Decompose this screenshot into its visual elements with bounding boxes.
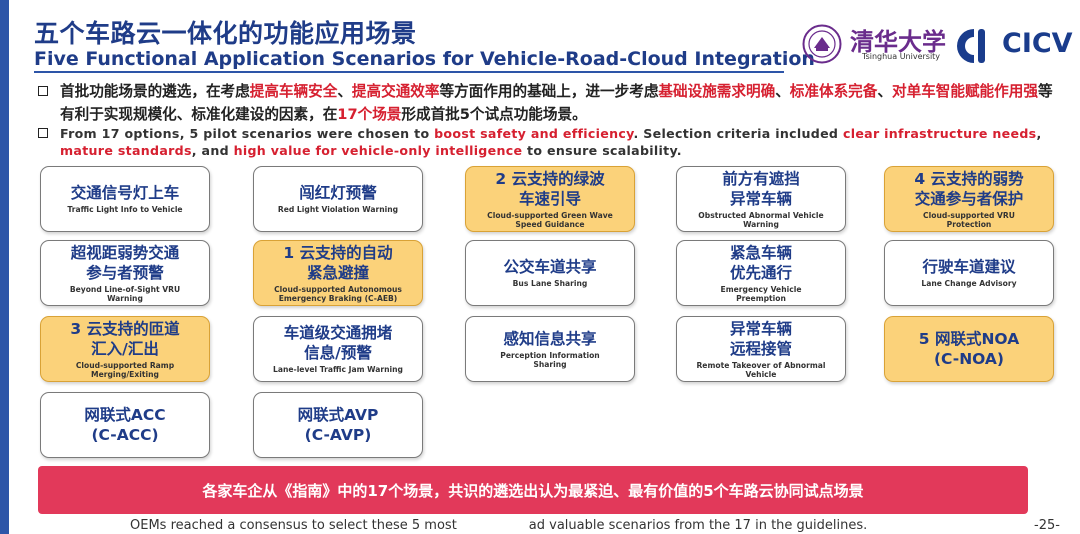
- card-title-cn: 超视距弱势交通参与者预警: [70, 243, 180, 282]
- card-title-cn: 网联式AVP(C-AVP): [297, 406, 379, 444]
- card-lane-change: 行驶车道建议 Lane Change Advisory: [884, 240, 1054, 306]
- left-accent-bar: [0, 0, 9, 534]
- card-title-cn: 闯红灯预警: [299, 184, 377, 203]
- card-title-cn: 网联式ACC(C-ACC): [84, 406, 166, 444]
- card-title-cn: 公交车道共享: [503, 258, 597, 277]
- card-c-acc: 网联式ACC(C-ACC): [40, 392, 210, 458]
- intro-cn-highlight: 基础设施需求明确: [658, 83, 776, 100]
- tsinghua-logo-subtitle: Tsinghua University: [862, 52, 941, 61]
- intro-en-text: From 17 options, 5 pilot scenarios were …: [60, 126, 435, 141]
- tsinghua-seal-icon: [802, 24, 842, 64]
- cicv-logo-text: CICV: [1002, 28, 1073, 59]
- card-c-avp: 网联式AVP(C-AVP): [253, 392, 423, 458]
- card-bus-lane: 公交车道共享 Bus Lane Sharing: [465, 240, 635, 306]
- intro-en-highlight: mature standards: [60, 143, 192, 158]
- card-title-cn: 3 云支持的匝道汇入/汇出: [70, 319, 180, 358]
- intro-cn-highlight: 标准体系完备: [789, 83, 878, 100]
- card-subtitle-en: Traffic Light Info to Vehicle: [67, 205, 183, 215]
- page-number: -25-: [1034, 518, 1060, 533]
- card-traffic-jam: 车道级交通拥堵信息/预警 Lane-level Traffic Jam Warni…: [253, 316, 423, 382]
- card-c-noa: 5 网联式NOA(C-NOA): [884, 316, 1054, 382]
- intro-cn-highlight: 提高交通效率: [351, 83, 440, 100]
- intro-cn-text: 等方面作用的基础上，进一步考虑: [439, 83, 659, 100]
- card-subtitle-en: Red Light Violation Warning: [277, 205, 399, 215]
- intro-en-highlight: boost safety and efficiency: [434, 126, 634, 141]
- intro-cn-text: 首批功能场景的遴选，在考虑: [60, 83, 250, 100]
- card-title-cn: 异常车辆远程接管: [729, 319, 792, 358]
- footer-caption: OEMs reached a consensus to select these…: [130, 518, 867, 533]
- page-title-cn: 五个车路云一体化的功能应用场景: [34, 19, 417, 48]
- card-title-cn: 5 网联式NOA(C-NOA): [918, 330, 1020, 368]
- footer-caption-right: ad valuable scenarios from the 17 in the…: [528, 518, 868, 533]
- intro-cn-text: 、: [775, 83, 790, 100]
- title-underline: [34, 71, 784, 73]
- card-title-cn: 前方有遮挡异常车辆: [722, 169, 800, 208]
- intro-en-text: . Selection criteria included: [633, 126, 843, 141]
- bullet-square-icon: [38, 86, 48, 96]
- intro-cn-highlight: 17个场景: [337, 106, 402, 123]
- cicv-logo-icon: [957, 29, 985, 63]
- card-title-cn: 2 云支持的绿波车速引导: [495, 169, 605, 208]
- summary-banner: 各家车企从《指南》中的17个场景，共识的遴选出认为最紧迫、最有价值的5个车路云协…: [38, 466, 1028, 514]
- intro-cn-text: 等有利于实现规模化、标准化建设的因素，在: [60, 83, 1053, 123]
- intro-paragraph-en: From 17 options, 5 pilot scenarios were …: [60, 125, 1060, 159]
- card-title-cn: 4 云支持的弱势交通参与者保护: [914, 169, 1024, 208]
- card-subtitle-en: Lane Change Advisory: [921, 279, 1017, 289]
- intro-cn-text: 、: [877, 83, 892, 100]
- card-title-cn: 1 云支持的自动紧急避撞: [283, 243, 393, 282]
- card-title-cn: 交通信号灯上车: [70, 184, 180, 203]
- card-title-cn: 感知信息共享: [503, 329, 597, 348]
- intro-en-text: , and: [191, 143, 234, 158]
- card-title-cn: 紧急车辆优先通行: [729, 243, 792, 282]
- footer-caption-left: OEMs reached a consensus to select these…: [130, 518, 457, 533]
- tsinghua-logo-text: 清华大学: [850, 27, 946, 56]
- intro-en-highlight: high value for vehicle-only intelligence: [233, 143, 523, 158]
- card-title-cn: 车道级交通拥堵信息/预警: [283, 324, 393, 363]
- intro-cn-highlight: 对单车智能赋能作用强: [891, 83, 1038, 100]
- card-red-light-warning: 闯红灯预警 Red Light Violation Warning: [253, 166, 423, 232]
- intro-paragraph-cn: 首批功能场景的遴选，在考虑提高车辆安全、提高交通效率等方面作用的基础上，进一步考…: [60, 80, 1060, 126]
- intro-cn-highlight: 提高车辆安全: [249, 83, 338, 100]
- intro-en-highlight: clear infrastructure needs: [842, 126, 1037, 141]
- intro-en-text: ,: [1036, 126, 1042, 141]
- intro-en-text: to ensure scalability.: [522, 143, 682, 158]
- card-subtitle-en: Lane-level Traffic Jam Warning: [273, 365, 403, 375]
- card-subtitle-en: Bus Lane Sharing: [512, 279, 588, 289]
- intro-cn-text: 、: [337, 83, 352, 100]
- bullet-square-icon: [38, 128, 48, 138]
- page-title-en: Five Functional Application Scenarios fo…: [34, 48, 815, 70]
- card-traffic-light-info: 交通信号灯上车 Traffic Light Info to Vehicle: [40, 166, 210, 232]
- intro-cn-text: 形成首批5个试点功能场景。: [401, 106, 587, 123]
- card-title-cn: 行驶车道建议: [922, 258, 1016, 277]
